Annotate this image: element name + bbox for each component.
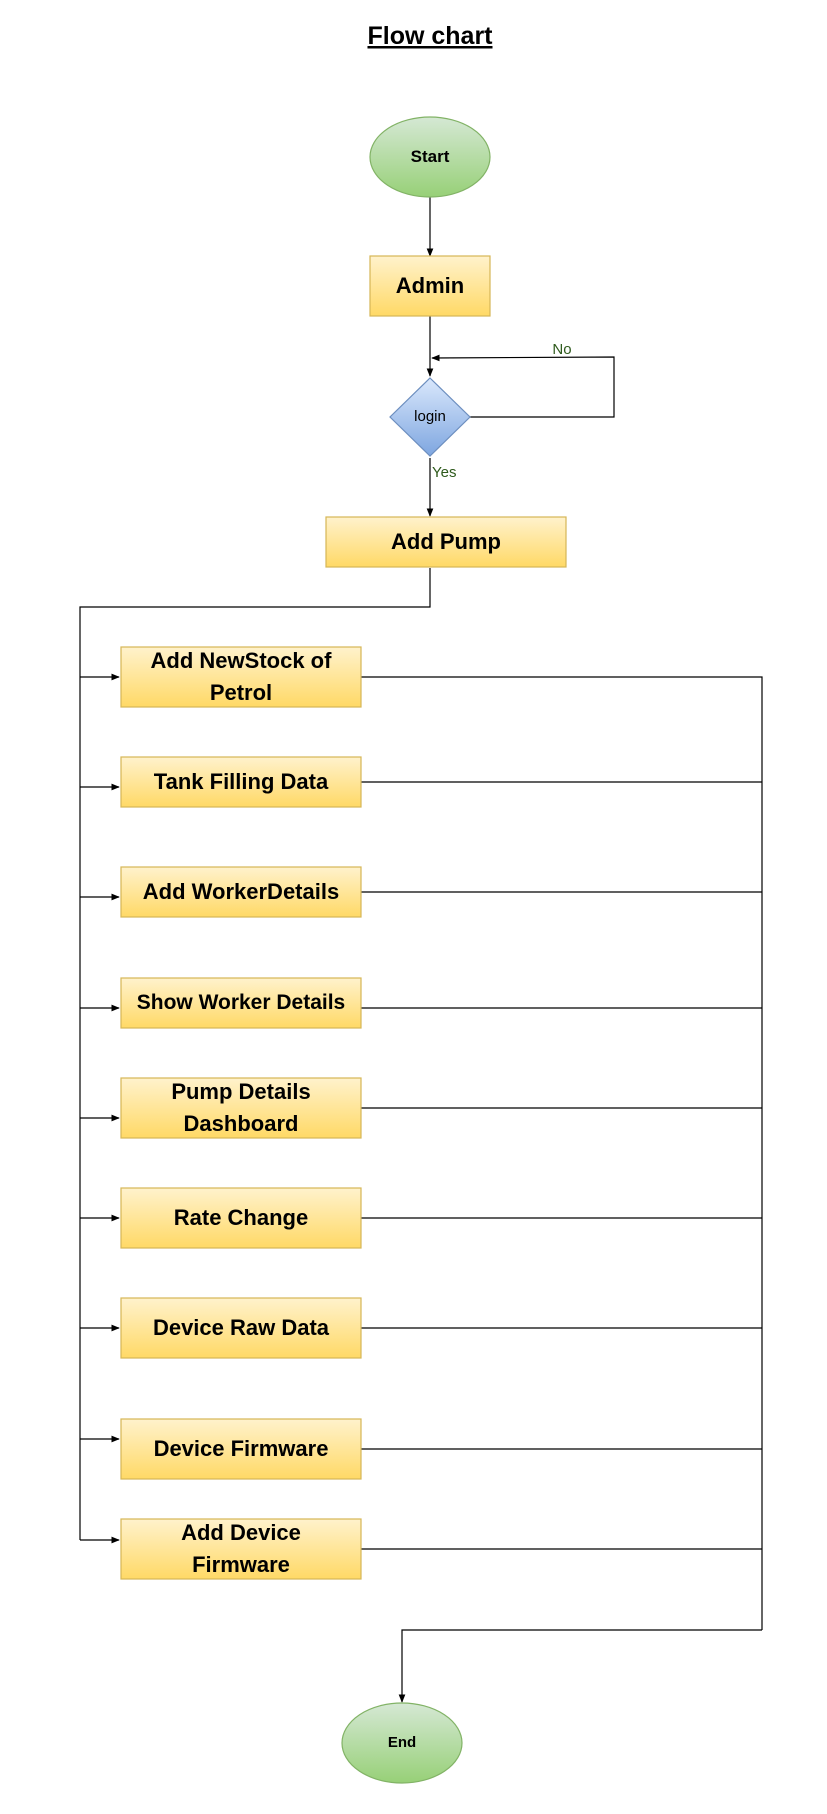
- page-title: Flow chart: [367, 22, 493, 50]
- edge-bus-end: [398, 1629, 762, 1703]
- show-worker-process-shape: [120, 977, 362, 1029]
- add-new-stock-node: Add NewStock of Petrol: [150, 648, 332, 705]
- edge-login-no-loop: [431, 354, 615, 418]
- edges: [79, 196, 763, 1703]
- rate-change-node: Rate Change: [173, 1205, 309, 1231]
- show-worker-node: Show Worker Details: [136, 990, 346, 1014]
- start-node: Start: [410, 146, 450, 166]
- edge-label-yes: Yes: [432, 464, 456, 481]
- tank-filling-node: Tank Filling Data: [153, 769, 329, 795]
- start-terminal-shape: [369, 116, 491, 198]
- pump-dashboard-process-shape: [120, 1077, 362, 1139]
- admin-process-shape: [369, 255, 491, 317]
- tank-filling-process-shape: [120, 756, 362, 808]
- rate-change-process-shape: [120, 1187, 362, 1249]
- add-worker-node: Add WorkerDetails: [142, 879, 340, 905]
- add-worker-process-shape: [120, 866, 362, 918]
- add-pump-process-shape: [325, 516, 567, 568]
- add-device-firmware-node: Add Device Firmware: [181, 1520, 301, 1577]
- device-firmware-node: Device Firmware: [153, 1436, 329, 1462]
- login-decision-shape: [389, 377, 471, 457]
- edge-right-bus: [361, 676, 763, 1630]
- device-raw-process-shape: [120, 1297, 362, 1359]
- end-node: End: [387, 1734, 417, 1752]
- add-device-firmware-process-shape: [120, 1518, 362, 1580]
- add-pump-node: Add Pump: [391, 529, 501, 555]
- edge-addpump-trunk: [79, 568, 431, 1540]
- edge-label-no: No: [552, 341, 571, 358]
- device-firmware-process-shape: [120, 1418, 362, 1480]
- device-raw-node: Device Raw Data: [152, 1315, 330, 1341]
- login-decision: login: [414, 408, 446, 426]
- process-shapes: [120, 255, 567, 1580]
- end-terminal-shape: [341, 1702, 463, 1784]
- pump-dashboard-node: Pump Details Dashboard: [171, 1079, 311, 1136]
- add-new-stock-process-shape: [120, 646, 362, 708]
- admin-node: Admin: [395, 273, 465, 299]
